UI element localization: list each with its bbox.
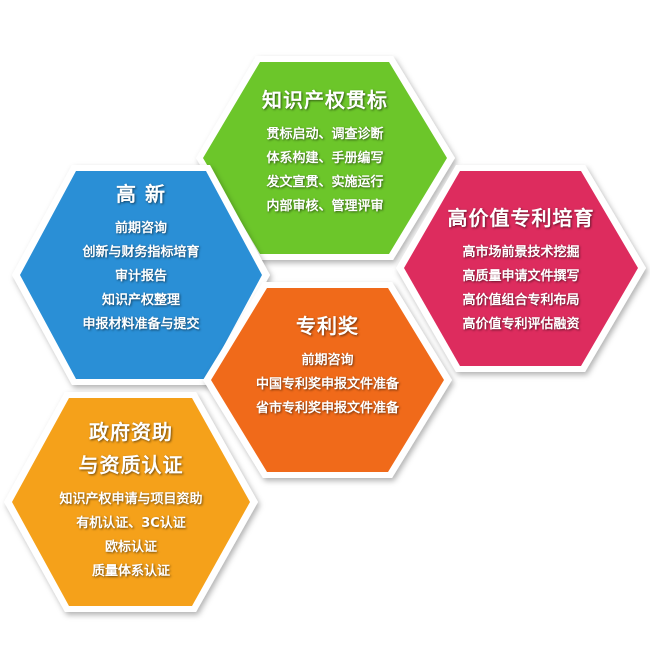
hex-patent-value-title: 高价值专利培育 (447, 206, 595, 230)
hex-hightech-content: 高 新 前期咨询 创新与财务指标培育 审计报告 知识产权整理 申报材料准备与提交 (20, 178, 262, 337)
hex-hightech-line: 知识产权整理 (101, 293, 180, 308)
hex-government-title-2: 与资质认证 (78, 453, 184, 477)
hex-trademark-line: 贯标启动、调查诊断 (266, 127, 384, 142)
hex-hightech-line: 审计报告 (114, 269, 167, 284)
hex-government-line: 有机认证、3C认证 (76, 516, 186, 531)
hex-trademark-line: 发文宣贯、实施运行 (266, 175, 384, 190)
hex-trademark-line: 内部审核、管理评审 (266, 199, 384, 214)
hex-patent-value-line: 高市场前景技术挖掘 (462, 245, 580, 260)
hex-hightech-line: 创新与财务指标培育 (82, 245, 200, 260)
hex-government-content: 政府资助 与资质认证 知识产权申请与项目资助 有机认证、3C认证 欧标认证 质量… (12, 416, 250, 584)
hex-government-line: 知识产权申请与项目资助 (59, 492, 203, 507)
hex-hightech (20, 171, 262, 379)
hex-trademark (203, 62, 447, 254)
hex-patent-award-line: 前期咨询 (301, 353, 354, 368)
hex-patent-award-line: 中国专利奖申报文件准备 (255, 377, 399, 392)
hex-hightech-title: 高 新 (116, 182, 166, 206)
hex-patent-value-line: 高价值专利评估融资 (462, 317, 580, 332)
hex-patent-award (211, 288, 444, 472)
hex-trademark-line: 体系构建、手册编写 (266, 151, 384, 166)
hex-government-line: 质量体系认证 (91, 564, 170, 579)
hex-government-line: 欧标认证 (104, 540, 157, 555)
hex-patent-award-content: 专利奖 前期咨询 中国专利奖申报文件准备 省市专利奖申报文件准备 (211, 310, 444, 421)
hex-hightech-line: 前期咨询 (114, 221, 167, 236)
hex-patent-value-content: 高价值专利培育 高市场前景技术挖掘 高质量申请文件撰写 高价值组合专利布局 高价… (404, 202, 638, 337)
hex-hightech-line: 申报材料准备与提交 (82, 317, 200, 332)
hex-government (12, 398, 250, 606)
hex-patent-award-line: 省市专利奖申报文件准备 (255, 401, 399, 416)
hex-patent-value (404, 171, 638, 366)
hex-patent-value-line: 高质量申请文件撰写 (462, 269, 580, 284)
hex-trademark-title: 知识产权贯标 (262, 88, 388, 112)
hex-patent-value-line: 高价值组合专利布局 (462, 293, 580, 308)
hex-trademark-content: 知识产权贯标 贯标启动、调查诊断 体系构建、手册编写 发文宣贯、实施运行 内部审… (203, 84, 447, 219)
hex-government-title-1: 政府资助 (89, 420, 173, 444)
hex-patent-award-title: 专利奖 (296, 314, 359, 338)
